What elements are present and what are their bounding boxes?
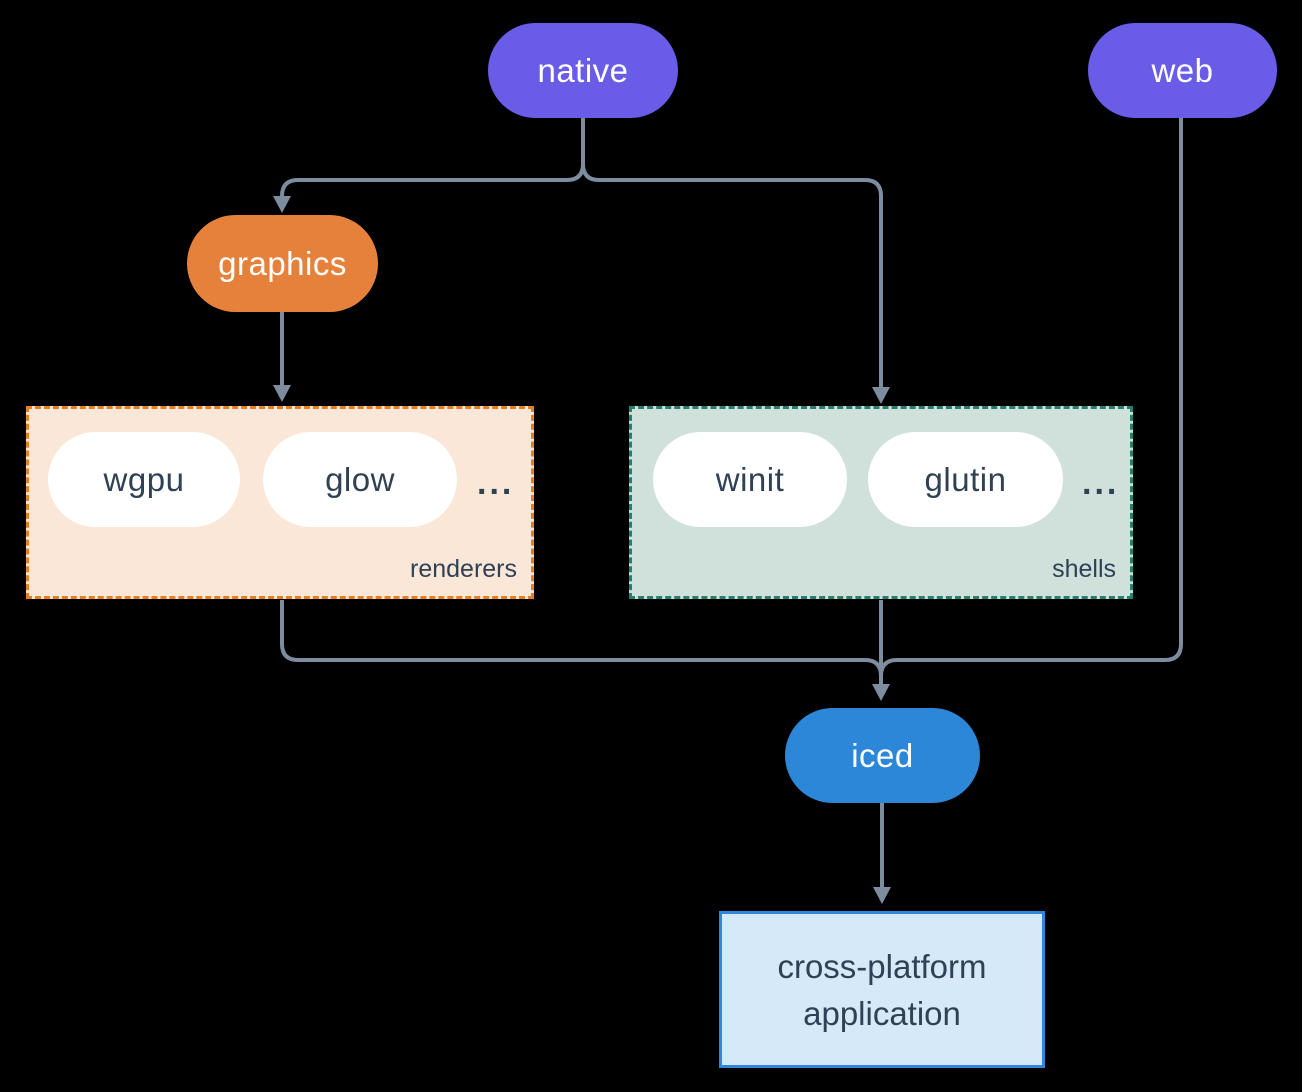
node-iced-label: iced [851,736,914,774]
app-label-line2: application [803,994,961,1032]
renderers-group-label: renderers [410,555,517,583]
node-cross-platform-application: cross-platform application [719,911,1045,1068]
node-glow-label: glow [325,460,395,498]
arrowhead-into-iced [872,684,890,701]
shells-ellipsis: ... [1082,464,1120,502]
edge-renderers-to-iced [280,600,883,684]
arrowhead-into-app [873,887,891,904]
app-label-line1: cross-platform [777,947,987,985]
node-glutin: glutin [868,432,1063,527]
renderers-ellipsis: ... [477,464,515,502]
node-winit-label: winit [715,460,785,498]
node-winit: winit [653,432,847,527]
node-graphics-label: graphics [218,244,347,282]
node-iced: iced [785,708,980,803]
node-glutin-label: glutin [924,460,1007,498]
node-native-label: native [537,51,629,89]
edge-native-to-graphics [280,118,585,200]
node-wgpu-label: wgpu [103,460,185,498]
group-shells: winit glutin ... shells [629,406,1133,599]
node-native: native [488,23,678,118]
arrowhead-into-shells [872,387,890,404]
node-wgpu: wgpu [48,432,240,527]
shells-group-label: shells [1052,555,1116,583]
group-renderers: wgpu glow ... renderers [26,406,534,599]
edge-web-to-iced [879,118,1183,684]
node-graphics: graphics [187,215,378,312]
node-glow: glow [263,432,457,527]
node-web: web [1088,23,1277,118]
edge-native-to-shells [581,163,883,390]
node-web-label: web [1151,51,1214,89]
arrowhead-into-graphics [273,196,291,213]
arrowhead-into-renderers [273,385,291,402]
